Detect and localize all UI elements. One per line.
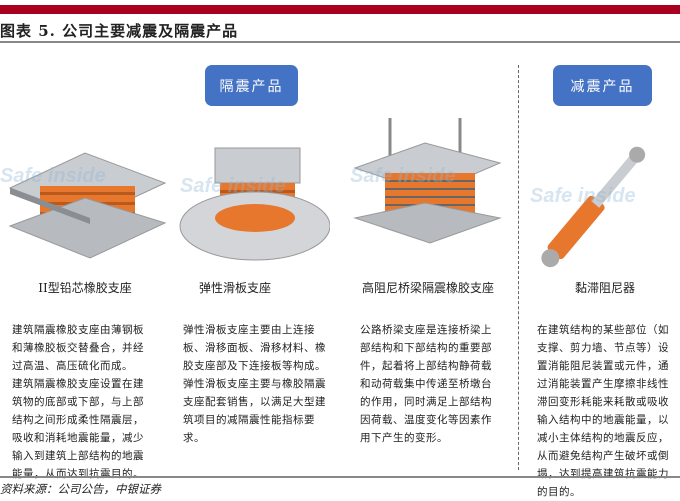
- isolation-products-badge: 隔震产品: [205, 65, 298, 106]
- watermark: Safe inside: [0, 165, 106, 187]
- figure-title: 图表 5. 公司主要减震及隔震产品: [0, 22, 239, 40]
- product-name: 弹性滑板支座: [198, 281, 271, 295]
- product-description: 建筑隔震橡胶支座由薄钢板和薄橡胶板交替叠合，并经过高温、高压硫化而成。建筑隔震橡…: [12, 324, 144, 480]
- watermark: Safe inside: [180, 175, 286, 197]
- elastic-sliding-bearing-image: [179, 147, 330, 261]
- product-description: 在建筑结构的某些部位（如支撑、剪力墙、节点等）设置消能阻尼装置或元件，通过消能装…: [537, 324, 669, 498]
- watermark: Safe inside: [350, 165, 456, 187]
- watermark: Safe inside: [530, 185, 636, 207]
- footer-divider: [0, 476, 680, 478]
- damping-products-badge: 减震产品: [553, 65, 652, 106]
- viscous-damper-image: [541, 146, 646, 268]
- product-description: 公路桥梁支座是连接桥梁上部结构和下部结构的重要部件，起着将上部结构静荷载和动荷载…: [360, 324, 492, 444]
- header-red-bar: [0, 5, 680, 14]
- title-divider: [0, 41, 680, 43]
- product-name: II型铅芯橡胶支座: [38, 281, 132, 295]
- product-name: 黏滞阻尼器: [574, 281, 635, 295]
- group-divider: [518, 65, 519, 470]
- source-note: 资料来源：公司公告，中银证券: [0, 482, 161, 496]
- product-description: 弹性滑板支座主要由上连接板、滑移面板、滑移材料、橡胶支座部及下连接板等构成。弹性…: [183, 324, 326, 444]
- product-name: 高阻尼桥梁隔震橡胶支座: [361, 281, 494, 295]
- lead-rubber-bearing-image: [8, 152, 167, 259]
- high-damping-bridge-bearing-image: [353, 118, 502, 244]
